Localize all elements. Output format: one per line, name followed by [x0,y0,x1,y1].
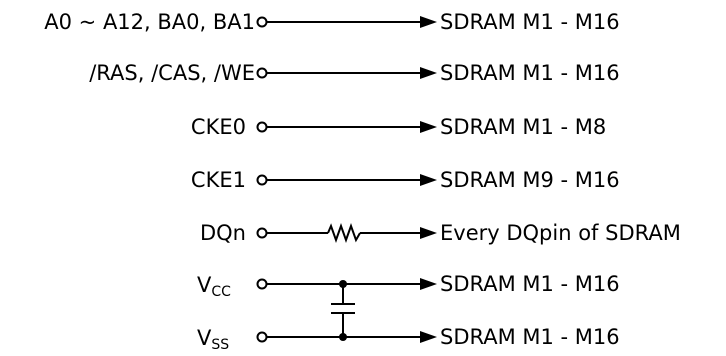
signal-label-address: A0 ~ A12, BA0, BA1 [44,10,255,34]
terminal-icon [256,174,268,186]
resistor-icon [327,223,361,243]
arrow-right-icon [420,67,437,79]
signal-label-cke0: CKE0 [191,115,246,139]
target-label-cke1: SDRAM M9 - M16 [440,168,620,192]
target-label-address: SDRAM M1 - M16 [440,10,620,34]
terminal-icon [256,121,268,133]
arrow-right-icon [420,227,437,239]
target-label-vcc: SDRAM M1 - M16 [440,272,620,296]
arrow-right-icon [420,174,437,186]
signal-label-dqn: DQn [200,221,246,245]
terminal-icon [256,67,268,79]
row-vss: VSS SDRAM M1 - M16 [197,325,620,353]
target-label-dqn: Every DQpin of SDRAM [440,221,681,245]
terminal-icon [256,16,268,28]
capacitor-icon [331,280,355,341]
target-label-cke0: SDRAM M1 - M8 [440,115,606,139]
row-cke0: CKE0 SDRAM M1 - M8 [191,115,606,139]
terminal-icon [256,331,268,343]
target-label-vss: SDRAM M1 - M16 [440,325,620,349]
signal-label-vcc: VCC [197,273,231,300]
signal-label-vss: VSS [197,326,229,353]
arrow-right-icon [420,121,437,133]
arrow-right-icon [420,16,437,28]
terminal-icon [256,227,268,239]
row-vcc: VCC SDRAM M1 - M16 [197,272,620,300]
signal-label-cke1: CKE1 [191,168,246,192]
arrow-right-icon [420,278,437,290]
row-dqn: DQn Every DQpin of SDRAM [200,221,681,245]
row-control: /RAS, /CAS, /WE SDRAM M1 - M16 [89,61,619,85]
signal-label-control: /RAS, /CAS, /WE [89,61,255,85]
arrow-right-icon [420,331,437,343]
row-address: A0 ~ A12, BA0, BA1 SDRAM M1 - M16 [44,10,619,34]
row-cke1: CKE1 SDRAM M9 - M16 [191,168,620,192]
terminal-icon [256,278,268,290]
target-label-control: SDRAM M1 - M16 [440,61,620,85]
